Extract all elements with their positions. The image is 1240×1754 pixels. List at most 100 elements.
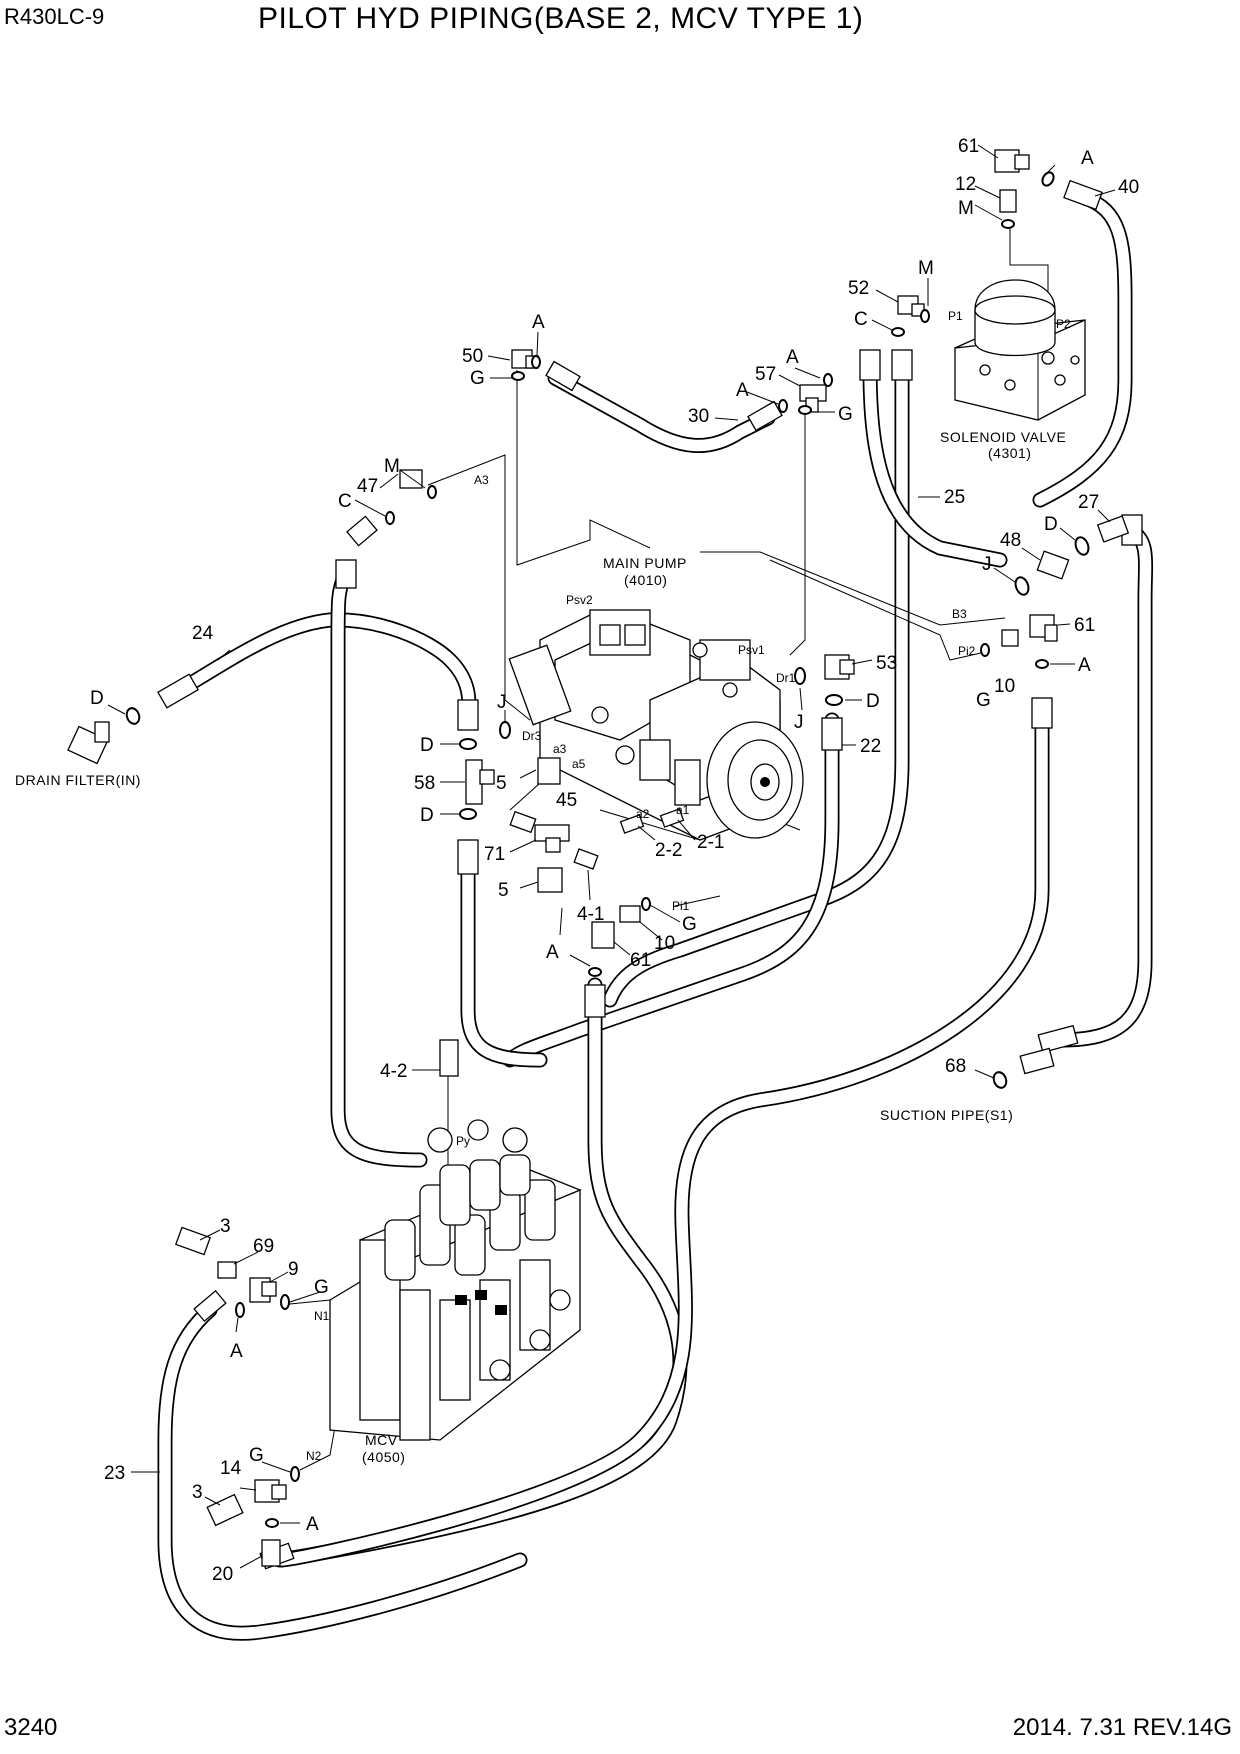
port-pi1: Pi1 (672, 899, 690, 913)
callout-25: 25 (944, 487, 965, 508)
port-a3: a3 (553, 742, 567, 756)
callout-61-mid: 61 (630, 950, 651, 971)
revision-date: 2014. 7.31 REV.14G (1012, 1714, 1232, 1741)
callout-58: 58 (414, 773, 435, 794)
port-a1: a1 (676, 803, 690, 817)
mcv-label: MCV (365, 1432, 398, 1448)
callout-10-right: 10 (994, 676, 1015, 697)
callout-m-top: M (958, 198, 974, 219)
port-a3-upper: A3 (474, 473, 489, 487)
callout-g-50: G (470, 368, 485, 389)
page-number: 3240 (4, 1714, 58, 1741)
callout-3-lower: 3 (192, 1482, 203, 1503)
callout-10-mid: 10 (654, 933, 675, 954)
callout-47: 47 (357, 476, 378, 497)
callout-4-2: 4-2 (380, 1061, 407, 1082)
port-py: Py (456, 1134, 470, 1148)
callout-22: 22 (860, 736, 881, 757)
port-a2: a2 (636, 807, 650, 821)
port-b3: B3 (952, 607, 967, 621)
solenoid-valve-label: SOLENOID VALVE (940, 429, 1066, 445)
port-a5: a5 (572, 757, 586, 771)
callout-a-mcv2: A (306, 1514, 319, 1535)
callout-2-1: 2-1 (697, 832, 724, 853)
callout-14: 14 (220, 1458, 242, 1479)
callout-m-solenoid: M (918, 258, 934, 279)
callout-4-1: 4-1 (577, 904, 604, 925)
port-psv1: Psv1 (738, 643, 765, 657)
callout-a-57b: A (736, 380, 749, 401)
callout-m-47: M (384, 456, 400, 477)
callout-12: 12 (955, 174, 976, 195)
callout-45: 45 (556, 790, 577, 811)
port-p1: P1 (948, 309, 963, 323)
callout-a-50: A (532, 312, 545, 333)
callout-j-48: J (982, 554, 992, 575)
callout-61-top: 61 (958, 136, 979, 157)
hose-fittings (157, 179, 1143, 1570)
callout-g-right: G (976, 690, 991, 711)
port-pi2: Pi2 (958, 644, 976, 658)
port-labels: Psv2 Psv1 Dr1 Dr3 a1 a2 a3 a5 Pi1 Pi2 B3… (306, 309, 1071, 1463)
callout-24: 24 (192, 623, 214, 644)
solenoid-valve (954, 279, 1086, 421)
callout-69: 69 (253, 1236, 274, 1257)
port-dr3: Dr3 (522, 729, 542, 743)
mcv (329, 1119, 582, 1441)
callout-a-top: A (1081, 148, 1094, 169)
callout-30: 30 (688, 406, 709, 427)
callout-a-mcv1: A (230, 1341, 243, 1362)
callout-40: 40 (1118, 177, 1139, 198)
callout-g-mcv2: G (249, 1445, 264, 1466)
callout-j-53: J (794, 712, 804, 733)
drain-filter-label: DRAIN FILTER(IN) (15, 772, 141, 788)
callout-27: 27 (1078, 492, 1099, 513)
callout-d-left2: D (420, 805, 434, 826)
main-pump (508, 609, 804, 841)
callout-57: 57 (755, 364, 776, 385)
callout-d-27: D (1044, 514, 1058, 535)
callout-c-47: C (338, 491, 352, 512)
callout-23: 23 (104, 1463, 125, 1484)
callout-a-mid: A (546, 942, 559, 963)
callout-g-mcv1: G (314, 1277, 329, 1298)
model-number: R430LC-9 (4, 4, 105, 29)
fittings (67, 149, 1130, 1567)
o-rings (125, 171, 1090, 1528)
callout-d-53: D (866, 691, 880, 712)
port-psv2: Psv2 (566, 593, 593, 607)
port-p2: P2 (1056, 317, 1071, 331)
callout-a-right: A (1078, 655, 1091, 676)
callout-3-upper: 3 (220, 1216, 231, 1237)
callout-20: 20 (212, 1564, 233, 1585)
page-title: PILOT HYD PIPING(BASE 2, MCV TYPE 1) (258, 2, 864, 35)
callout-d-filter: D (90, 688, 104, 709)
mcv-code: (4050) (362, 1449, 405, 1465)
part-callouts: 61 A 40 12 M M 52 C 50 G A A 57 A 30 G M… (90, 136, 1139, 1585)
callout-g-57: G (838, 404, 853, 425)
callout-53: 53 (876, 653, 897, 674)
callout-48: 48 (1000, 530, 1021, 551)
main-pump-code: (4010) (624, 572, 667, 588)
leader-lines (107, 144, 1116, 1569)
port-dr1: Dr1 (776, 671, 796, 685)
callout-50: 50 (462, 346, 483, 367)
callout-g-mid: G (682, 914, 697, 935)
callout-5-lower: 5 (498, 880, 509, 901)
callout-5-upper: 5 (496, 773, 507, 794)
callout-j-left: J (497, 692, 507, 713)
callout-d-left1: D (420, 735, 434, 756)
hoses (157, 190, 1154, 1641)
port-n2: N2 (306, 1449, 322, 1463)
callout-61-right: 61 (1074, 615, 1095, 636)
callout-71: 71 (484, 844, 505, 865)
callout-2-2: 2-2 (655, 840, 682, 861)
callout-a-57: A (786, 347, 799, 368)
main-pump-label: MAIN PUMP (603, 555, 687, 571)
callout-68: 68 (945, 1056, 966, 1077)
callout-9: 9 (288, 1259, 299, 1280)
callout-c-solenoid: C (854, 309, 868, 330)
callout-52: 52 (848, 278, 869, 299)
port-n1: N1 (314, 1309, 330, 1323)
